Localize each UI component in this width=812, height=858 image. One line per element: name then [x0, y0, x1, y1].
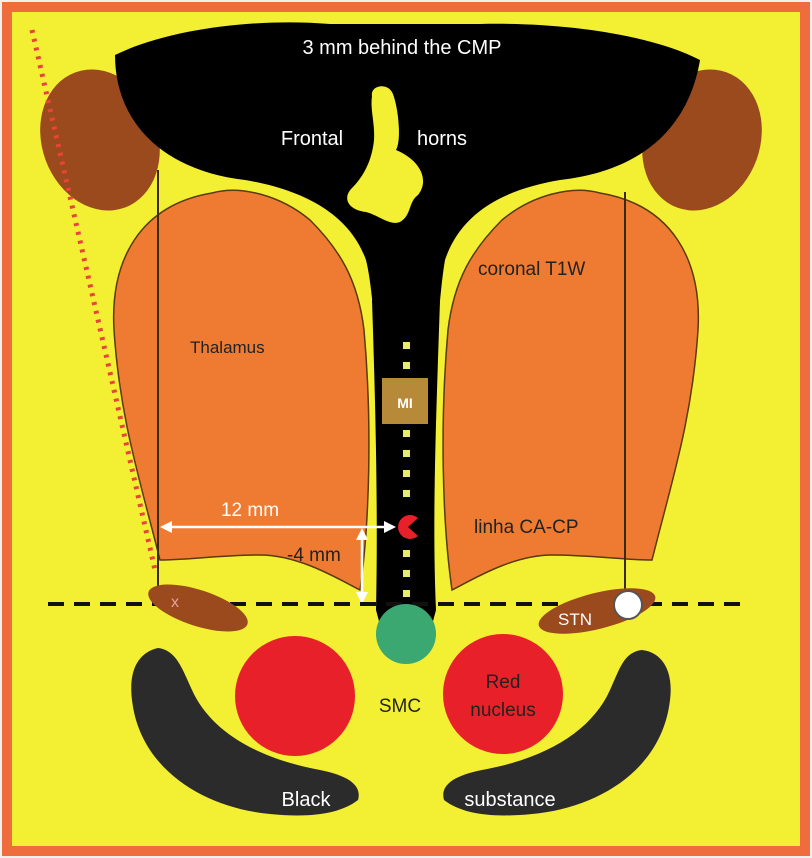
black-label: Black: [282, 789, 332, 811]
frontal-label: Frontal: [281, 128, 343, 150]
mi-label: MI: [397, 395, 413, 411]
thalamus-label: Thalamus: [190, 338, 265, 357]
smc-label: SMC: [379, 696, 421, 717]
linha-label: linha CA-CP: [474, 517, 579, 538]
x-mark: x: [171, 594, 179, 611]
stn-label: STN: [558, 610, 592, 629]
red-nucleus-left: [235, 636, 355, 756]
coronal-label: coronal T1W: [478, 259, 585, 280]
red-label: Red: [486, 672, 521, 693]
red-nucleus-right: [443, 634, 563, 754]
horns-label: horns: [417, 128, 467, 150]
stn-target-circle: [614, 591, 642, 619]
dist-4-label: -4 mm: [287, 545, 341, 566]
smc-circle: [376, 604, 436, 664]
thalamus-left: [114, 190, 369, 590]
nucleus-label: nucleus: [470, 700, 536, 721]
dist-12-label: 12 mm: [221, 500, 279, 521]
title-label: 3 mm behind the CMP: [303, 37, 502, 59]
substance-label: substance: [464, 789, 555, 811]
